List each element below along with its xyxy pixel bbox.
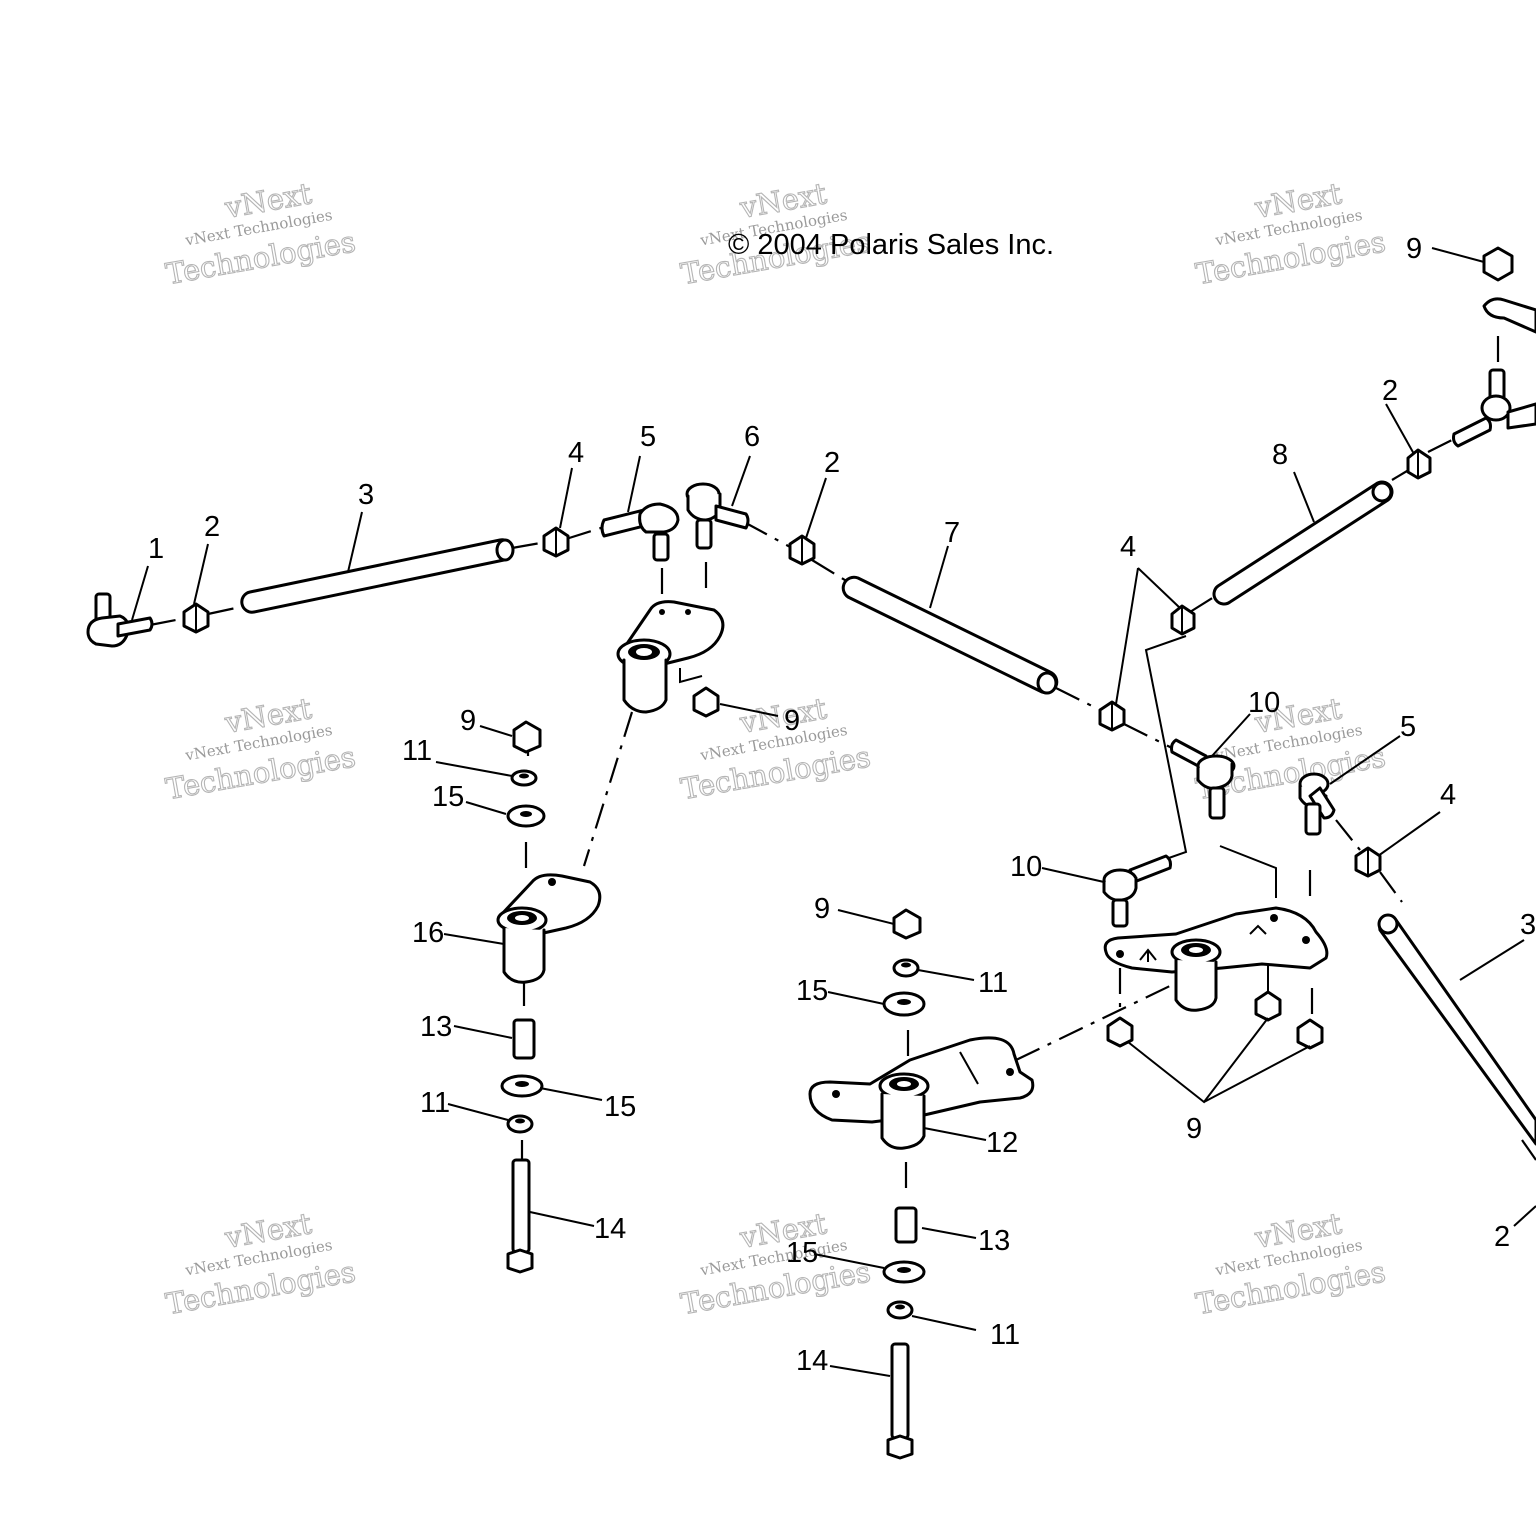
callout-2: 2	[1382, 375, 1398, 407]
tie-rod-tube-part-3	[240, 538, 515, 614]
tie-rod-end-part-10	[1102, 854, 1172, 928]
callout-15: 15	[786, 1237, 818, 1269]
callout-16: 16	[412, 917, 444, 949]
copyright-text: © 2004 Polaris Sales Inc.	[728, 229, 1054, 261]
lock-nut-part-9	[1254, 990, 1282, 1022]
pitman-plate	[1103, 906, 1329, 1012]
callout-8: 8	[1272, 439, 1288, 471]
callout-10: 10	[1248, 687, 1280, 719]
tie-rod-end-part-1	[86, 592, 154, 648]
callout-3: 3	[358, 479, 374, 511]
jam-nut-part-4	[542, 526, 570, 558]
watermark: vNext vNext Technologies Technologies	[678, 1206, 874, 1322]
bushing-part-11	[892, 958, 920, 978]
watermark: vNext vNext Technologies Technologies	[1193, 176, 1389, 292]
sleeve-part-13	[894, 1206, 918, 1244]
lock-nut-part-9	[512, 720, 542, 754]
tie-rod-end-part-5	[600, 502, 680, 562]
jam-nut-part-2	[788, 534, 816, 566]
jam-nut-part-4	[1354, 846, 1382, 878]
tie-rod-end-part-5	[1298, 772, 1336, 836]
lock-nut-part-9	[1296, 1018, 1324, 1050]
callout-4: 4	[568, 437, 584, 469]
callout-2: 2	[1494, 1221, 1510, 1253]
callout-15: 15	[432, 781, 464, 813]
callout-10: 10	[1010, 851, 1042, 883]
steering-arm-part-12	[808, 1036, 1035, 1150]
watermark: vNext vNext Technologies Technologies	[163, 176, 359, 292]
callout-9: 9	[784, 705, 800, 737]
lock-nut-part-9	[1106, 1016, 1134, 1048]
bushing-part-11	[510, 769, 538, 787]
callout-5: 5	[640, 421, 656, 453]
callout-2: 2	[824, 447, 840, 479]
callout-9: 9	[1186, 1113, 1202, 1145]
callout-6: 6	[744, 421, 760, 453]
jam-nut-part-4	[1170, 604, 1196, 636]
jam-nut-part-2	[182, 602, 210, 634]
callout-12: 12	[986, 1127, 1018, 1159]
assembly-lines	[149, 336, 1536, 1196]
bolt-part-14	[886, 1342, 914, 1460]
idler-arm-part-16	[496, 873, 602, 984]
lock-nut-part-9	[692, 686, 720, 718]
callout-14: 14	[594, 1213, 626, 1245]
callout-4: 4	[1120, 531, 1136, 563]
tie-rod-tube-part-8	[1212, 480, 1394, 606]
callout-1: 1	[148, 533, 164, 565]
callout-3: 3	[1520, 909, 1536, 941]
bushing-part-11	[506, 1114, 534, 1134]
callout-11: 11	[990, 1319, 1020, 1351]
tie-rod-tube-part-3	[1377, 913, 1536, 1146]
pitman-arm-upper-right	[1482, 297, 1536, 334]
bolt-part-14	[506, 1158, 534, 1274]
watermark: vNext vNext Technologies Technologies	[1193, 1206, 1389, 1322]
lock-nut-part-9	[892, 908, 922, 940]
tie-rod-end-part-10	[1170, 738, 1236, 820]
callout-5: 5	[1400, 711, 1416, 743]
callout-15: 15	[604, 1091, 636, 1123]
jam-nut-part-2	[1406, 448, 1432, 480]
callout-7: 7	[944, 517, 960, 549]
watermarks: vNext vNext Technologies Technologies vN…	[163, 176, 1389, 1322]
callout-9: 9	[814, 893, 830, 925]
callout-11: 11	[978, 967, 1008, 999]
callout-14: 14	[796, 1345, 828, 1377]
callout-13: 13	[978, 1225, 1010, 1257]
callout-11: 11	[402, 735, 432, 767]
bushing-part-11	[886, 1300, 914, 1320]
jam-nut-part-4	[1098, 700, 1126, 732]
callout-11: 11	[420, 1087, 450, 1119]
washer-part-15	[500, 1074, 544, 1098]
sleeve-part-13	[512, 1018, 536, 1060]
tie-rod-end-upper-right	[1452, 368, 1536, 448]
idler-arm-bracket	[616, 600, 725, 714]
callout-4: 4	[1440, 779, 1456, 811]
washer-part-15	[506, 804, 546, 828]
callout-9: 9	[460, 705, 476, 737]
tie-rod-end-part-6	[685, 482, 750, 550]
callout-9: 9	[1406, 233, 1422, 265]
leader-lines	[131, 247, 1536, 1377]
watermark: vNext vNext Technologies Technologies	[678, 176, 874, 292]
callout-2: 2	[204, 511, 220, 543]
watermark: vNext vNext Technologies Technologies	[163, 691, 359, 807]
callout-labels: 1 2 3 4 5 6 2 7 4 2 8 9 9 9 11 15 16 13 …	[148, 233, 1536, 1377]
callout-13: 13	[420, 1011, 452, 1043]
tie-rod-tube-part-7	[841, 575, 1059, 695]
lock-nut-part-9	[1482, 246, 1514, 282]
watermark: vNext vNext Technologies Technologies	[163, 1206, 359, 1322]
washer-part-15	[882, 1260, 926, 1284]
washer-part-15	[882, 991, 926, 1017]
callout-15: 15	[796, 975, 828, 1007]
